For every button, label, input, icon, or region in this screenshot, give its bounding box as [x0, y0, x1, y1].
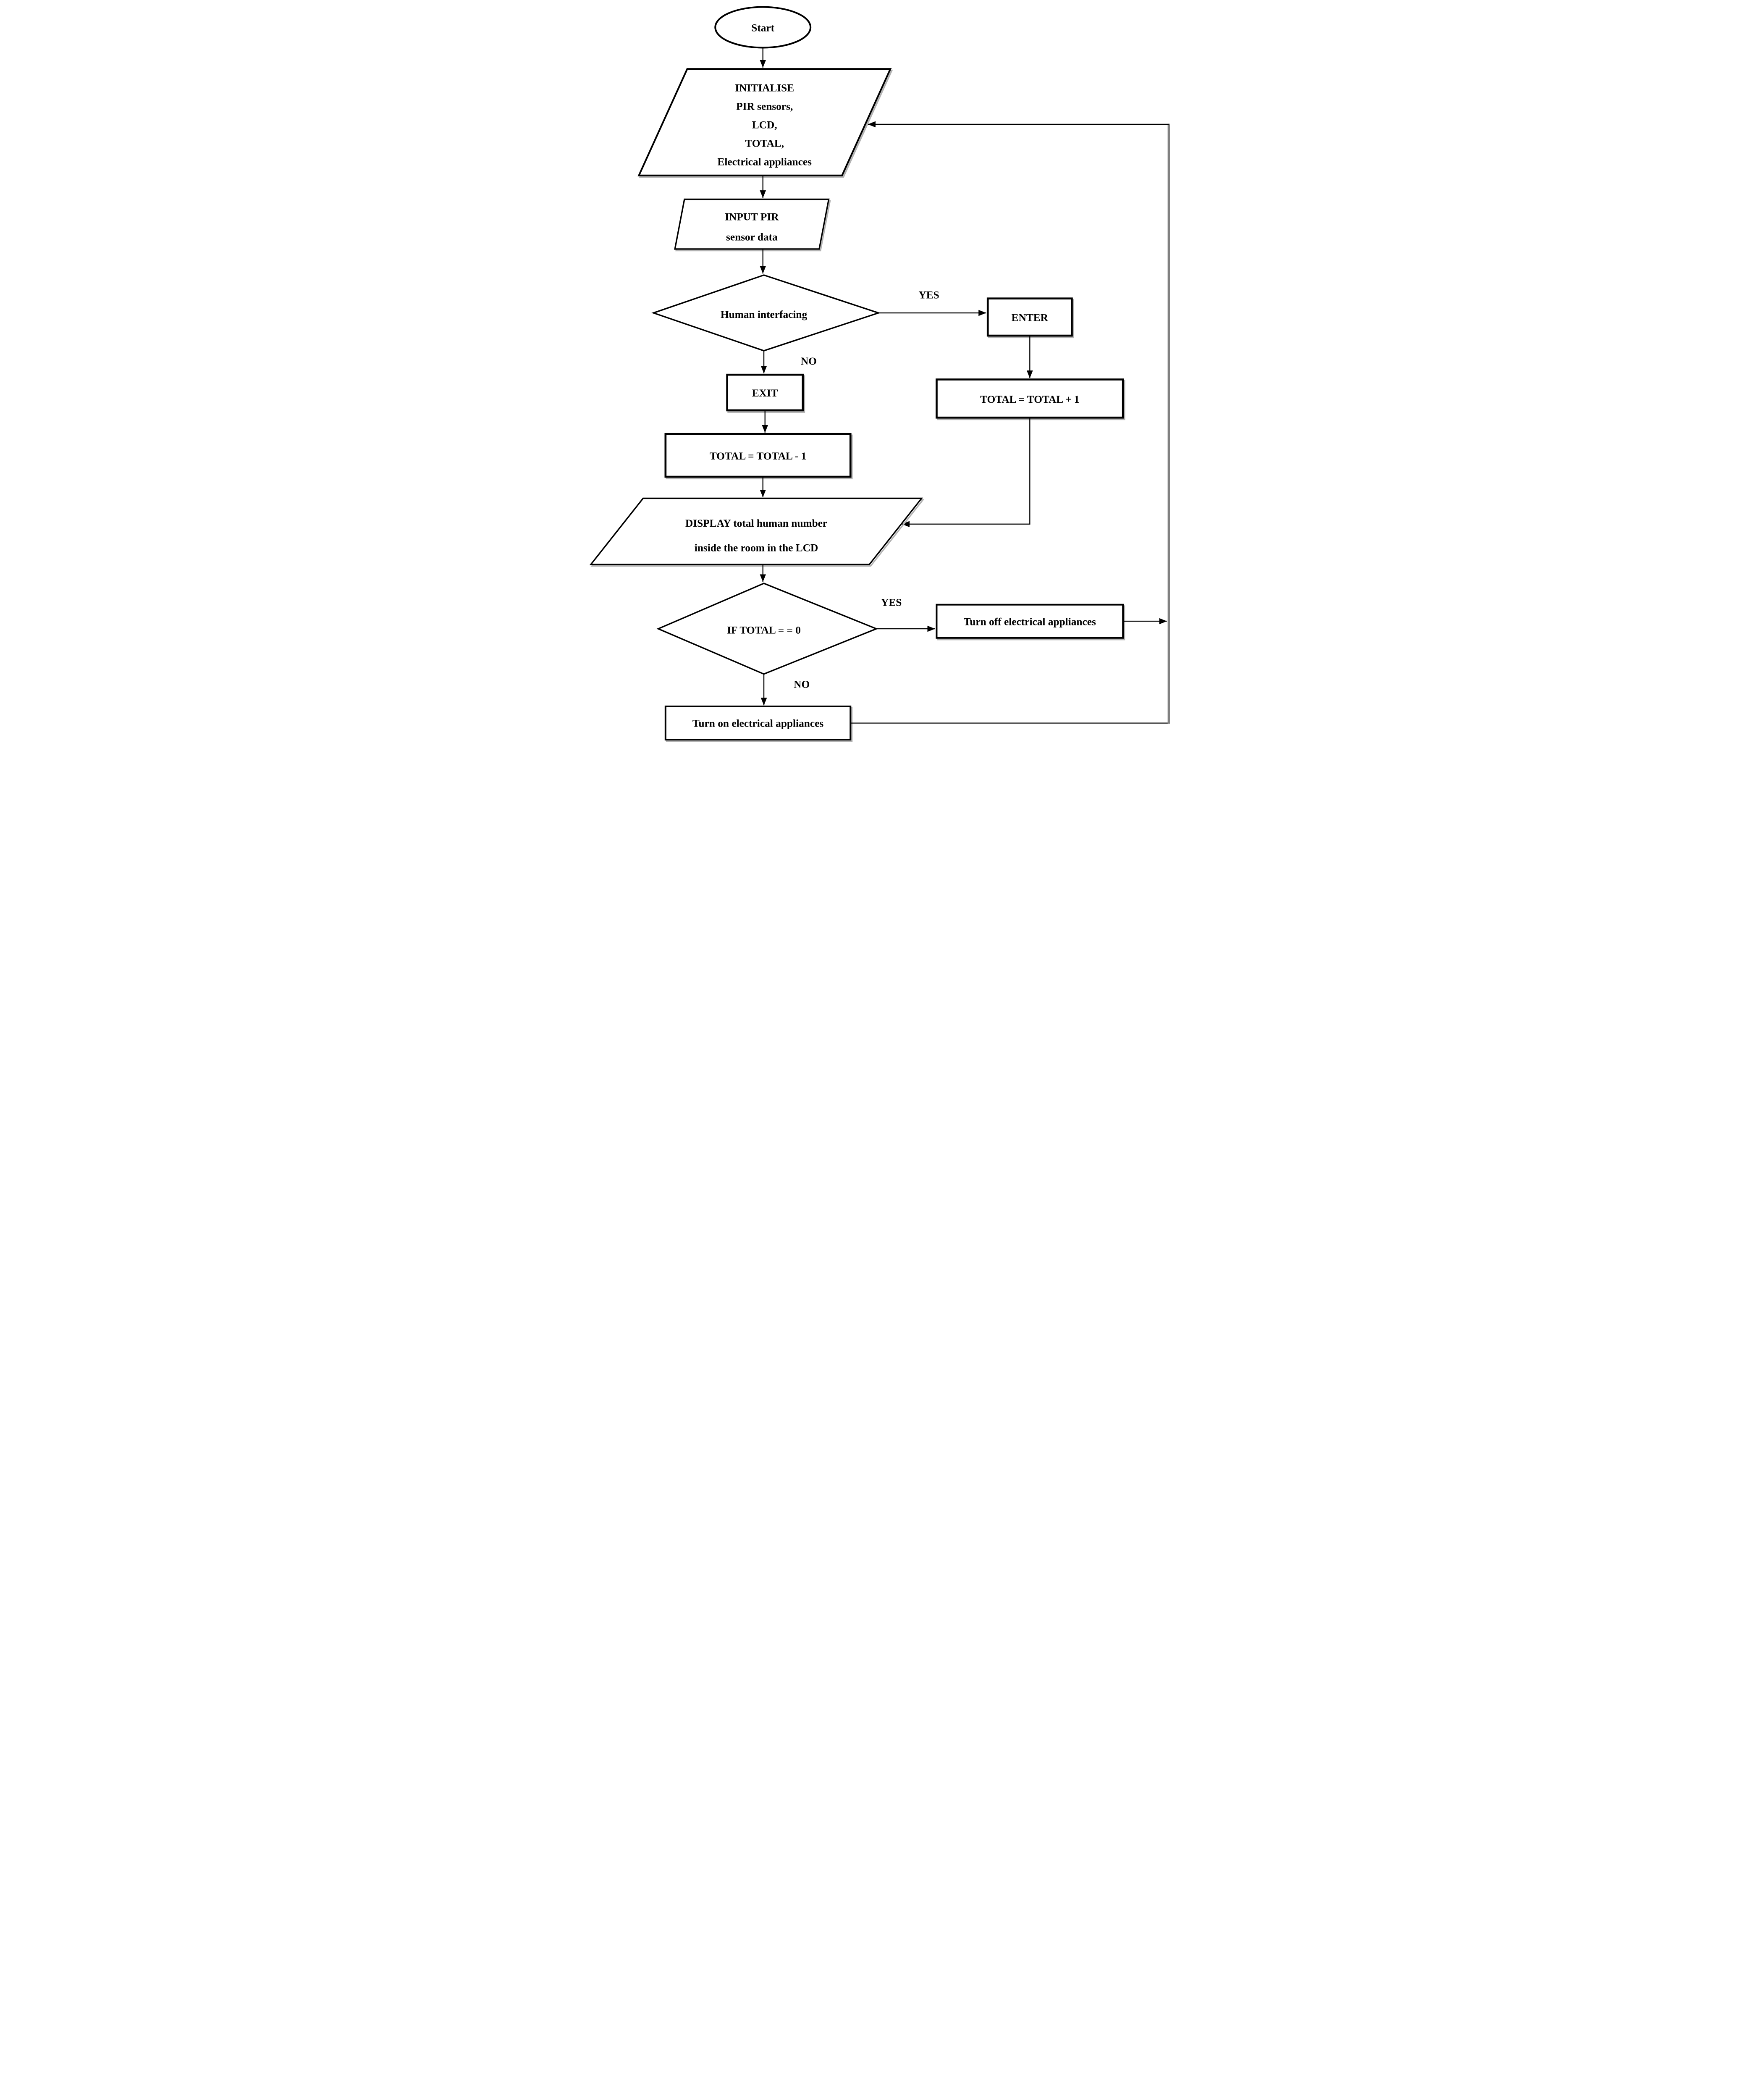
total-minus-box-shape: [664, 433, 852, 478]
initialise-text-line: LCD,: [752, 119, 777, 131]
label-yes-upper: YES: [918, 289, 939, 301]
label-no-lower: NO: [794, 679, 810, 690]
initialise-text-line: TOTAL,: [745, 138, 784, 150]
total-minus-node: TOTAL = TOTAL - 1: [664, 433, 853, 480]
initialise-text-line: PIR sensors,: [736, 101, 793, 113]
turn-off-label: Turn off electrical appliances: [964, 616, 1096, 628]
human-interfacing-node: Human interfacing: [651, 274, 881, 352]
flowchart-page: Start INITIALISE PIR sensors, LCD, TOTAL…: [587, 0, 1175, 745]
start-node: Start: [714, 6, 812, 49]
label-yes-lower: YES: [881, 597, 902, 609]
arrow-totalplus-to-display: [902, 417, 1030, 528]
start-label: Start: [751, 22, 774, 34]
turn-on-box-shape: [664, 705, 852, 741]
exit-box-shape: [726, 373, 804, 412]
if-total-zero-label: IF TOTAL = = 0: [727, 624, 801, 636]
input-pir-node: INPUT PIR sensor data: [674, 198, 831, 252]
total-plus-box-shape: [936, 378, 1124, 419]
enter-node: ENTER: [986, 297, 1074, 339]
display-text-line: DISPLAY total human number: [685, 517, 827, 529]
exit-label: EXIT: [752, 387, 778, 399]
initialise-text-line: Electrical appliances: [717, 156, 812, 168]
if-total-zero-node: IF TOTAL = = 0: [656, 583, 878, 675]
total-minus-label: TOTAL = TOTAL - 1: [710, 450, 806, 462]
display-node: DISPLAY total human number inside the ro…: [589, 497, 925, 567]
initialise-text-line: INITIALISE: [735, 82, 794, 94]
display-text-line: inside the room in the LCD: [695, 542, 818, 554]
label-no-upper: NO: [801, 355, 817, 367]
turn-on-label: Turn on electrical appliances: [692, 718, 823, 730]
turn-on-node: Turn on electrical appliances: [664, 705, 853, 742]
turn-off-node: Turn off electrical appliances: [936, 604, 1125, 640]
flowchart-canvas: Start INITIALISE PIR sensors, LCD, TOTAL…: [589, 6, 1170, 742]
input-pir-text-line: sensor data: [726, 231, 778, 243]
initialise-node: INITIALISE PIR sensors, LCD, TOTAL, Elec…: [637, 68, 893, 178]
exit-node: EXIT: [726, 373, 805, 413]
enter-label: ENTER: [1012, 312, 1049, 324]
input-pir-parallelogram-shape: [674, 198, 830, 250]
turn-off-box-shape: [936, 604, 1124, 639]
human-interfacing-label: Human interfacing: [721, 309, 808, 320]
initialise-parallelogram-shape: [637, 68, 892, 176]
total-plus-node: TOTAL = TOTAL + 1: [936, 378, 1125, 420]
total-plus-label: TOTAL = TOTAL + 1: [980, 394, 1079, 405]
input-pir-text-line: INPUT PIR: [725, 211, 779, 223]
display-parallelogram-shape: [589, 497, 923, 565]
